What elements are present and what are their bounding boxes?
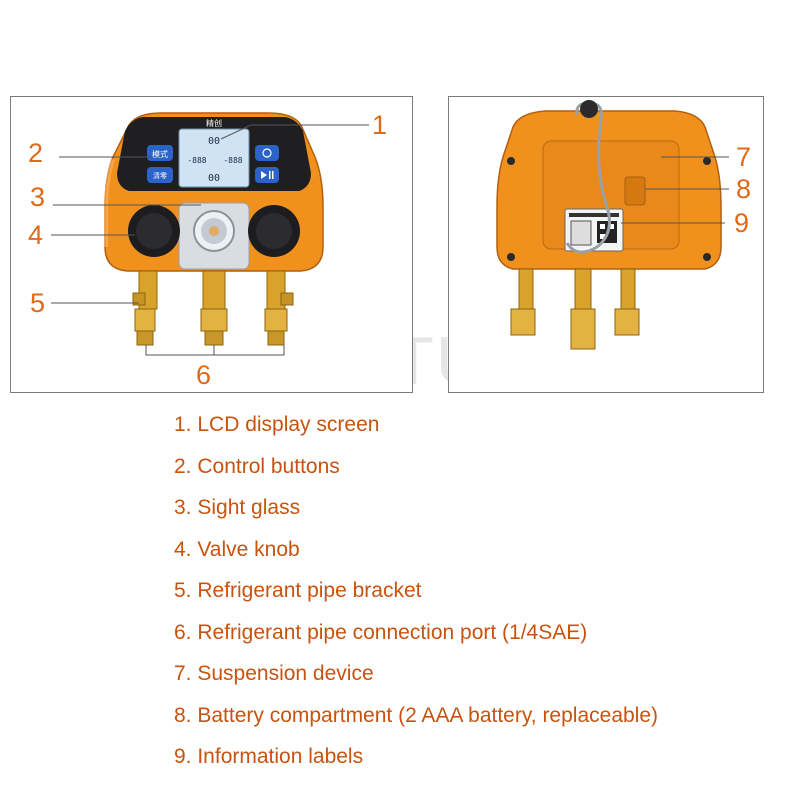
battery-latch[interactable] <box>624 176 646 206</box>
callout-4: 4 <box>28 220 44 250</box>
callout-2: 2 <box>28 138 44 168</box>
mode-button[interactable] <box>147 145 173 161</box>
list-item: 2. Control buttons <box>174 454 340 478</box>
brass-port-back-left <box>510 268 536 336</box>
lcd-screen <box>178 128 250 188</box>
brass-port-back-center <box>570 268 596 350</box>
clear-button-label: 清零 <box>153 171 167 180</box>
back-device-illustration <box>496 100 729 350</box>
callout-3: 3 <box>30 182 46 212</box>
list-item: 9. Information labels <box>174 745 364 768</box>
brass-port-left <box>132 270 158 346</box>
feature-list: 1. LCD display screen 2. Control buttons… <box>174 408 658 782</box>
play-pause-icon <box>261 171 274 179</box>
lcd-left-reading: -888 <box>187 156 206 165</box>
list-item: 8. Battery compartment (2 AAA battery, r… <box>174 703 659 727</box>
callout-9: 9 <box>734 208 750 238</box>
callout-8: 8 <box>736 174 752 204</box>
brass-port-center <box>200 270 228 346</box>
list-item: 6. Refrigerant pipe connection port (1/4… <box>174 620 588 644</box>
brand-logo: 精创 <box>206 118 222 128</box>
list-item: 5. Refrigerant pipe bracket <box>174 579 422 602</box>
list-item: 3. Sight glass <box>174 496 301 519</box>
front-view-panel: 00 -888 -888 00 精创 模式 清零 <box>10 96 413 393</box>
lcd-bottom-reading: 00 <box>208 173 220 184</box>
brass-port-right <box>264 270 294 346</box>
power-icon <box>262 148 272 158</box>
back-view-panel <box>448 96 764 393</box>
clear-button[interactable] <box>147 167 173 183</box>
front-device-illustration: 00 -888 -888 00 精创 模式 清零 <box>51 112 369 356</box>
list-item: 4. Valve knob <box>174 537 300 561</box>
callout-1: 1 <box>372 110 388 140</box>
power-button[interactable] <box>255 145 279 161</box>
lcd-top-reading: 00 <box>208 136 220 147</box>
callout-7: 7 <box>736 142 752 172</box>
callout-5: 5 <box>30 288 46 318</box>
callout-6: 6 <box>196 360 212 390</box>
list-item: 1. LCD display screen <box>174 413 380 436</box>
hook-clip <box>580 100 598 118</box>
mode-button-label: 模式 <box>152 149 168 159</box>
list-item: 7. Suspension device <box>174 662 374 685</box>
brass-port-back-right <box>614 268 640 336</box>
lcd-right-reading: -888 <box>223 156 242 165</box>
